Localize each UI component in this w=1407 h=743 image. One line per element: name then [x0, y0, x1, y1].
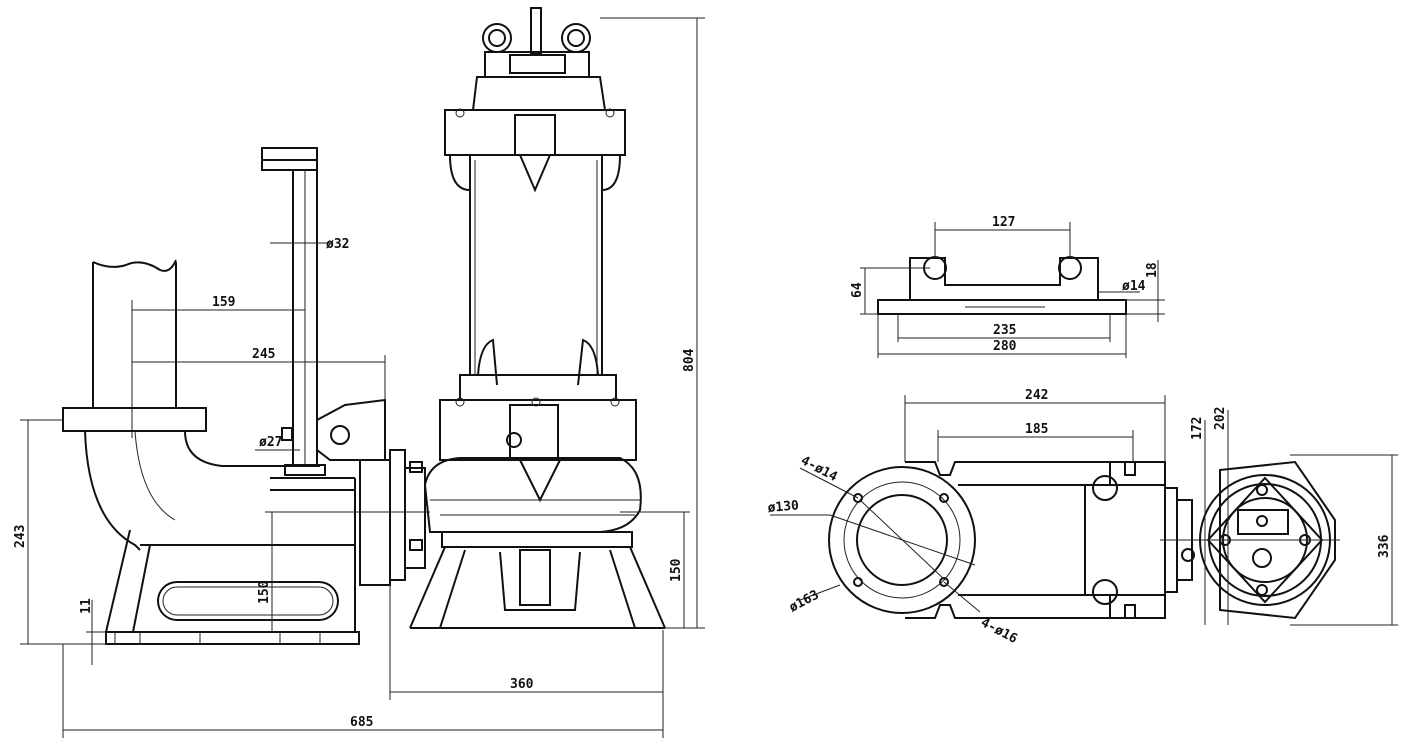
- dim-d280: 280: [993, 339, 1017, 354]
- dim-d245: 245: [252, 347, 275, 362]
- dim-d804: 804: [682, 348, 697, 372]
- side-dimension-lines: [20, 17, 705, 738]
- base-frame: [105, 477, 360, 645]
- dim-d27: ø27: [259, 435, 282, 450]
- dim-d130: ø130: [767, 498, 800, 516]
- dim-d172: 172: [1190, 417, 1205, 440]
- dim-d235: 235: [993, 323, 1016, 338]
- guide-rail: [261, 147, 386, 476]
- dim-d163: ø163: [787, 588, 822, 616]
- dim-d11: 11: [79, 598, 94, 614]
- plan-base: [905, 461, 1193, 619]
- dim-d185: 185: [1025, 422, 1048, 437]
- discharge-pipe: [62, 259, 355, 551]
- dim-d243: 243: [13, 525, 28, 548]
- dim-d150-left: 150: [257, 580, 272, 604]
- top-dimension-lines: [860, 222, 1165, 358]
- dim-d127: 127: [992, 215, 1015, 230]
- dim-d242: 242: [1025, 388, 1048, 403]
- dim-d150-right: 150: [669, 558, 684, 582]
- dim-d4x14: 4-ø14: [798, 453, 840, 485]
- dim-d336: 336: [1377, 534, 1392, 558]
- dim-d64: 64: [850, 282, 865, 298]
- inlet-flange: [828, 466, 976, 614]
- dim-d18: 18: [1145, 262, 1160, 278]
- coupling-base: [877, 256, 1127, 315]
- dim-d32: ø32: [326, 237, 349, 252]
- dim-d360: 360: [510, 677, 534, 692]
- dim-d202: 202: [1213, 407, 1228, 430]
- side-view: ø32 159 245 ø27 243 11 150 804 150 360 6…: [13, 7, 705, 738]
- plan-view: 242 185 172 202 4-ø14 ø130 ø163 4-ø16 33…: [767, 388, 1398, 647]
- dim-d159: 159: [212, 295, 235, 310]
- dim-d14: ø14: [1122, 279, 1146, 294]
- pump-body: [409, 7, 666, 629]
- dim-d4x16: 4-ø16: [978, 615, 1020, 647]
- coupling-flange: [359, 449, 426, 586]
- dim-d685: 685: [350, 715, 373, 730]
- plan-dimension-lines: [770, 395, 1398, 626]
- top-detail-view: 127 18 64 ø14 235 280: [850, 215, 1165, 358]
